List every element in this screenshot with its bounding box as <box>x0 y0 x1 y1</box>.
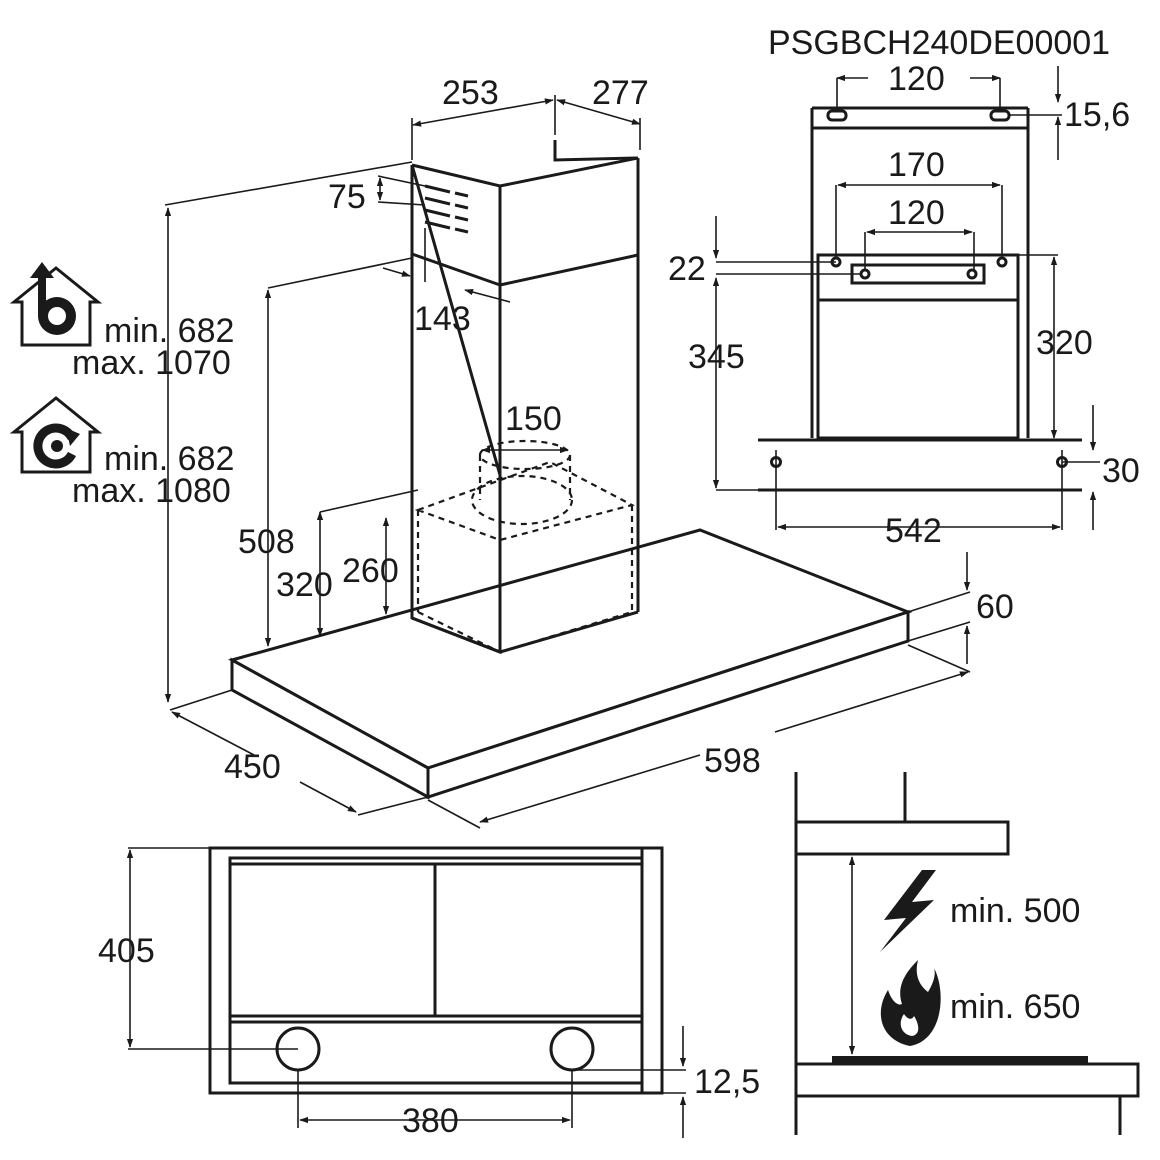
dim-inner-height-a: 320 <box>276 566 333 604</box>
dim-base-hole-spacing: 542 <box>885 512 942 550</box>
dim-outer-hole-spacing: 170 <box>888 146 945 184</box>
dim-bottom-depth: 405 <box>98 932 155 970</box>
dim-total-height: 345 <box>688 338 745 376</box>
recirculation-min: min. 682 <box>104 440 234 478</box>
dim-hood-width: 598 <box>704 742 761 780</box>
recirculation-icon <box>9 396 103 474</box>
dim-inner-height-b: 260 <box>342 552 399 590</box>
dim-vent-offset: 75 <box>328 178 366 216</box>
dim-chimney-width: 253 <box>442 74 499 112</box>
dim-bracket-offset: 22 <box>668 250 706 288</box>
bottom-view: 405 380 12,5 <box>98 846 760 1140</box>
dim-light-offset: 12,5 <box>694 1063 760 1101</box>
hood-canopy <box>228 528 913 800</box>
dim-duct-diameter: 150 <box>505 400 562 438</box>
extraction-min: min. 682 <box>104 312 234 350</box>
clearance-electric: min. 500 <box>950 892 1080 930</box>
dim-inner-hole-spacing: 120 <box>888 194 945 232</box>
lightning-icon <box>880 870 936 952</box>
recirculation-max: max. 1080 <box>72 472 231 510</box>
dim-chimney-overlap: 143 <box>414 300 471 338</box>
hood-main-view: 253 277 75 143 150 508 320 260 4 <box>164 74 1014 829</box>
dim-hood-depth: 450 <box>224 748 281 786</box>
vent-slots <box>424 184 469 234</box>
dim-light-spacing: 380 <box>402 1102 459 1140</box>
bracket-view: PSGBCH240DE00001 120 15,6 <box>668 24 1140 550</box>
dim-base-offset: 30 <box>1102 452 1140 490</box>
dim-top-hole-spacing: 120 <box>888 60 945 98</box>
clearance-gas: min. 650 <box>950 988 1080 1026</box>
dim-chimney-depth: 277 <box>592 74 649 112</box>
model-code: PSGBCH240DE00001 <box>768 24 1110 62</box>
chimney <box>410 140 640 655</box>
dim-canopy-thickness: 60 <box>976 588 1014 626</box>
flame-icon <box>880 960 941 1046</box>
clearance-view: min. 500 min. 650 <box>794 772 1140 1135</box>
light-right <box>549 1026 595 1072</box>
duct-extraction-icon <box>9 262 103 347</box>
dim-top-offset: 15,6 <box>1064 96 1130 134</box>
dim-bracket-height: 320 <box>1036 324 1093 362</box>
extraction-max: max. 1070 <box>72 344 231 382</box>
dim-duct-level: 508 <box>238 523 295 561</box>
